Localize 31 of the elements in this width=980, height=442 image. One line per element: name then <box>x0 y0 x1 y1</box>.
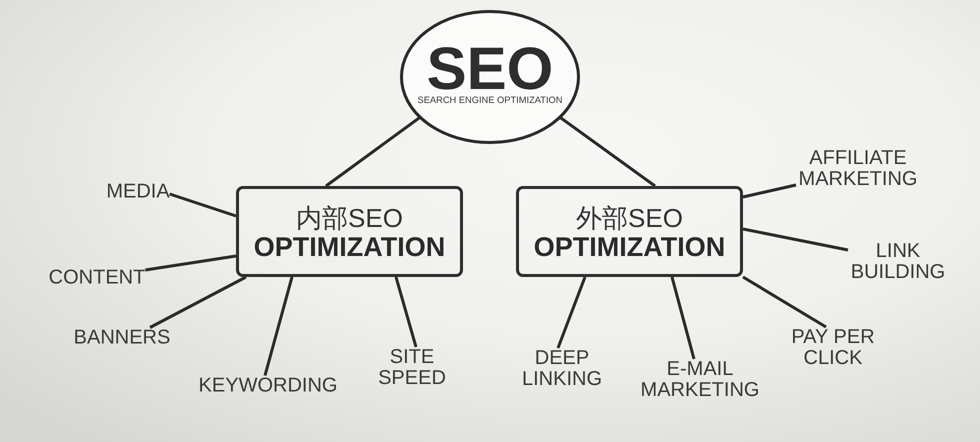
bold-title: OPTIMIZATION <box>254 232 446 260</box>
heading-text: 内部SEO <box>296 202 403 232</box>
bold-title: OPTIMIZATION <box>534 232 726 260</box>
connector-line <box>556 276 586 349</box>
topic-label: CONTENT <box>48 268 146 288</box>
connector-line <box>560 116 656 188</box>
topic-label: PAY PER CLICK <box>786 327 880 369</box>
oval <box>400 10 580 144</box>
topic-label: LINK BUILDING <box>848 241 948 283</box>
connector-line <box>325 116 420 188</box>
topic-label: SITE SPEED <box>376 347 448 389</box>
connector-line <box>742 228 848 252</box>
subtitle-text: SEARCH ENGINE OPTIMIZATION <box>418 95 562 106</box>
topic-label: BANNERS <box>74 328 170 348</box>
connector-line <box>742 276 827 328</box>
connector-line <box>394 276 418 348</box>
rounded-box <box>516 186 743 277</box>
large-title: SEO <box>426 43 554 95</box>
connector-line <box>145 254 236 272</box>
topic-label: E-MAIL MARKETING <box>638 359 762 401</box>
connector-line <box>670 276 696 360</box>
connector-line <box>742 184 796 198</box>
connector-line <box>264 276 294 376</box>
topic-label: AFFILIATE MARKETING <box>796 148 920 190</box>
connector-line <box>149 276 247 329</box>
topic-label: DEEP LINKING <box>519 348 605 390</box>
topic-label: KEYWORDING <box>198 376 338 396</box>
connector-line <box>169 192 236 218</box>
rounded-box <box>236 186 463 277</box>
heading-text: 外部SEO <box>576 202 683 232</box>
topic-label: MEDIA <box>106 182 170 202</box>
